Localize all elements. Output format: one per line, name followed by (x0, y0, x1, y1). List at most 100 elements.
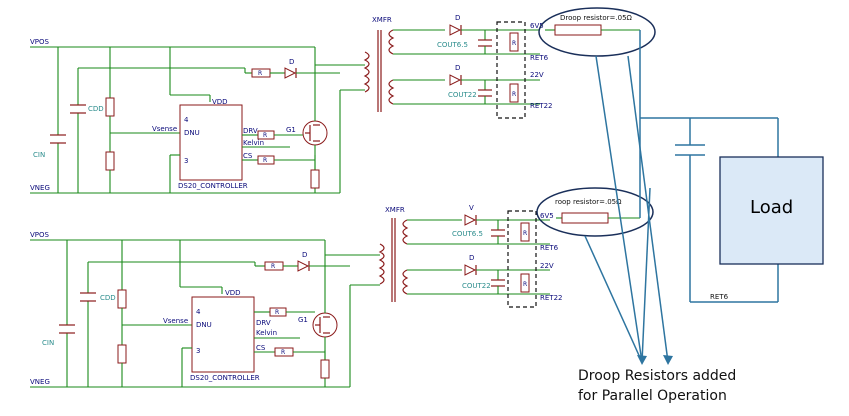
ic-vsense: Vsense (163, 317, 188, 325)
ret-label: RET22 (540, 294, 562, 302)
droop-resistor (554, 24, 602, 36)
cdd-label: CDD (100, 294, 116, 302)
diode-label: D (302, 251, 307, 259)
resistor-label: R (275, 309, 279, 316)
transformer-primary (363, 51, 370, 93)
resistor (117, 289, 127, 309)
transformer-secondary1 (388, 29, 395, 55)
ic-drv: DRV (243, 127, 258, 135)
resistor (520, 273, 530, 293)
ic-name: DS20_CONTROLLER (178, 182, 248, 190)
diode-label: D (455, 14, 460, 22)
resistor (117, 344, 127, 364)
resistor-label: R (512, 40, 516, 47)
ic-cs: CS (256, 344, 266, 352)
xfmr-label: XMFR (385, 206, 405, 214)
ic-drv: DRV (256, 319, 271, 327)
ic-dnu: DNU (184, 129, 200, 137)
bottom-circuit: VPOS VNEG CIN CDD VDD 4 DNU 3 Vsense DRV… (30, 187, 654, 388)
resistor (320, 359, 330, 379)
ic-pin4: 4 (196, 308, 201, 316)
diode (464, 264, 477, 276)
diode-label: D (289, 58, 294, 66)
annotation-line1: Droop Resistors added (578, 368, 736, 384)
ic-kelvin: Kelvin (256, 329, 277, 337)
resistor (310, 169, 320, 189)
droop-resistor (561, 212, 609, 224)
g1-label: G1 (298, 316, 308, 324)
annotation-line2: for Parallel Operation (578, 388, 727, 404)
diode-label: D (455, 64, 460, 72)
resistor-label: R (512, 91, 516, 98)
diode (449, 74, 462, 86)
cin-label: CIN (33, 151, 45, 159)
droop-highlight-oval (536, 187, 654, 237)
ic-pin3: 3 (184, 157, 188, 165)
load-box (719, 156, 824, 265)
droop-resistor-label: Droop resistor=.05Ω (560, 14, 633, 22)
cout-label: COUT6.5 (437, 41, 468, 49)
cout-label: COUT6.5 (452, 230, 483, 238)
controller-ic (191, 296, 255, 373)
transformer-secondary2 (388, 79, 395, 105)
xfmr-label: XMFR (372, 16, 392, 24)
droop-resistor-label: roop resistor=.05Ω (555, 198, 622, 206)
resistor (509, 83, 519, 103)
transformer-primary (378, 243, 385, 285)
diode (449, 24, 462, 36)
g1-label: G1 (286, 126, 296, 134)
arrowhead (637, 355, 647, 365)
load-ret-label: RET6 (710, 293, 729, 301)
load-label: Load (750, 197, 793, 218)
vneg-label: VNEG (30, 378, 50, 386)
cout-label: COUT22 (462, 282, 491, 290)
resistor-label: R (523, 230, 527, 237)
vdd-label: VDD (212, 98, 228, 106)
ic-vsense: Vsense (152, 125, 177, 133)
diode-label: V (469, 204, 474, 212)
ret-label: RET6 (530, 54, 549, 62)
resistor-label: R (281, 349, 285, 356)
vpos-label: VPOS (30, 231, 50, 239)
resistor (105, 97, 115, 117)
resistor (105, 151, 115, 171)
ic-pin4: 4 (184, 116, 189, 124)
resistor-label: R (271, 263, 275, 270)
resistor-label: R (263, 132, 267, 139)
diode (464, 214, 477, 226)
vdd-label: VDD (225, 289, 241, 297)
controller-ic (179, 104, 243, 181)
load-section: RET6 Load Droop Resistors added for Para… (578, 30, 824, 404)
cin-label: CIN (42, 339, 54, 347)
resistor-label: R (258, 70, 262, 77)
out-label: 6V5 (540, 212, 554, 220)
resistor (520, 222, 530, 242)
diode (297, 260, 310, 272)
ret-label: RET6 (540, 244, 559, 252)
resistor-label: R (523, 281, 527, 288)
out-label: 6V5 (530, 22, 544, 30)
out-label: 22V (540, 262, 554, 270)
top-circuit: VPOS VNEG CIN CDD VDD 4 DNU 3 Vsense D R (30, 7, 656, 194)
ret-label: RET22 (530, 102, 552, 110)
ic-pin3: 3 (196, 347, 200, 355)
ic-kelvin: Kelvin (243, 139, 264, 147)
ic-name: DS20_CONTROLLER (190, 374, 260, 382)
resistor (509, 32, 519, 52)
resistor-label: R (263, 157, 267, 164)
droop-highlight-oval (538, 7, 656, 57)
ic-cs: CS (243, 152, 253, 160)
transformer-secondary1 (402, 219, 409, 245)
cdd-label: CDD (88, 105, 104, 113)
output-filter-box (507, 210, 537, 308)
diode-label: D (469, 254, 474, 262)
vneg-label: VNEG (30, 184, 50, 192)
vpos-label: VPOS (30, 38, 50, 46)
out-label: 22V (530, 71, 544, 79)
ic-dnu: DNU (196, 321, 212, 329)
diode (284, 67, 297, 79)
cout-label: COUT22 (448, 91, 477, 99)
output-filter-box (496, 21, 526, 119)
arrowhead (663, 355, 673, 365)
